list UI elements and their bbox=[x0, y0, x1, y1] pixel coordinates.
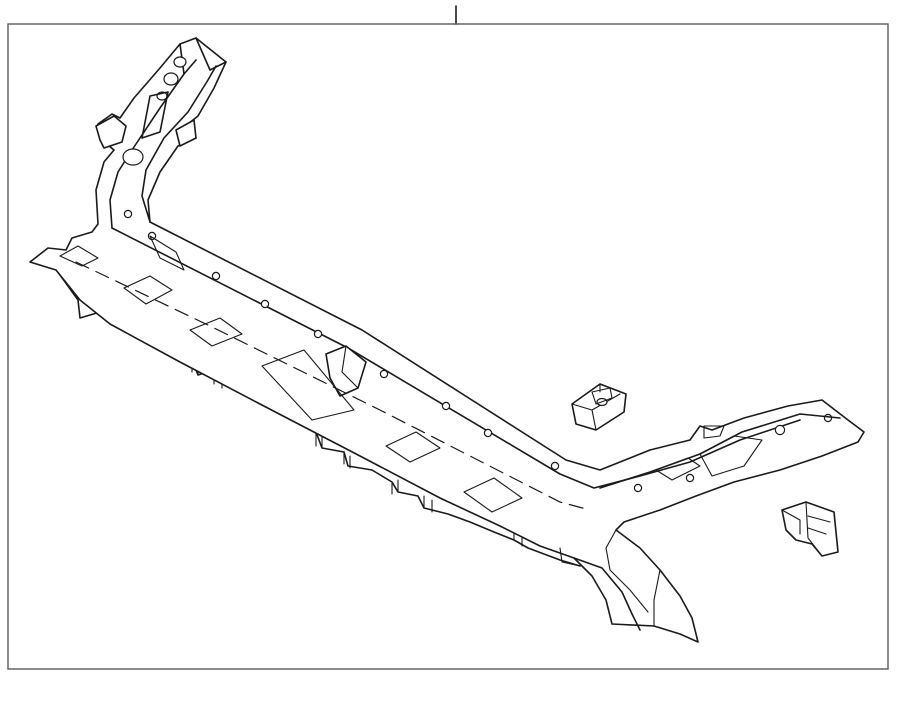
arm-pocket bbox=[699, 435, 763, 477]
beam-holes bbox=[123, 209, 833, 493]
arm-hole bbox=[774, 424, 786, 436]
diagram-frame bbox=[7, 23, 889, 670]
beam-body bbox=[29, 37, 865, 643]
leg-inner-line bbox=[573, 557, 641, 631]
upright-bracket-left bbox=[95, 115, 127, 149]
upright-inner-right bbox=[141, 65, 217, 223]
beam-crease-line bbox=[75, 261, 591, 511]
upright-slot bbox=[141, 91, 169, 139]
side-bracket-icon bbox=[781, 501, 839, 557]
bracket-clip-icon bbox=[571, 383, 627, 431]
upright-bracket-right bbox=[175, 119, 197, 147]
upright-holes bbox=[122, 56, 187, 166]
radiator-support-icon bbox=[29, 37, 865, 643]
beam-pockets bbox=[59, 235, 523, 513]
